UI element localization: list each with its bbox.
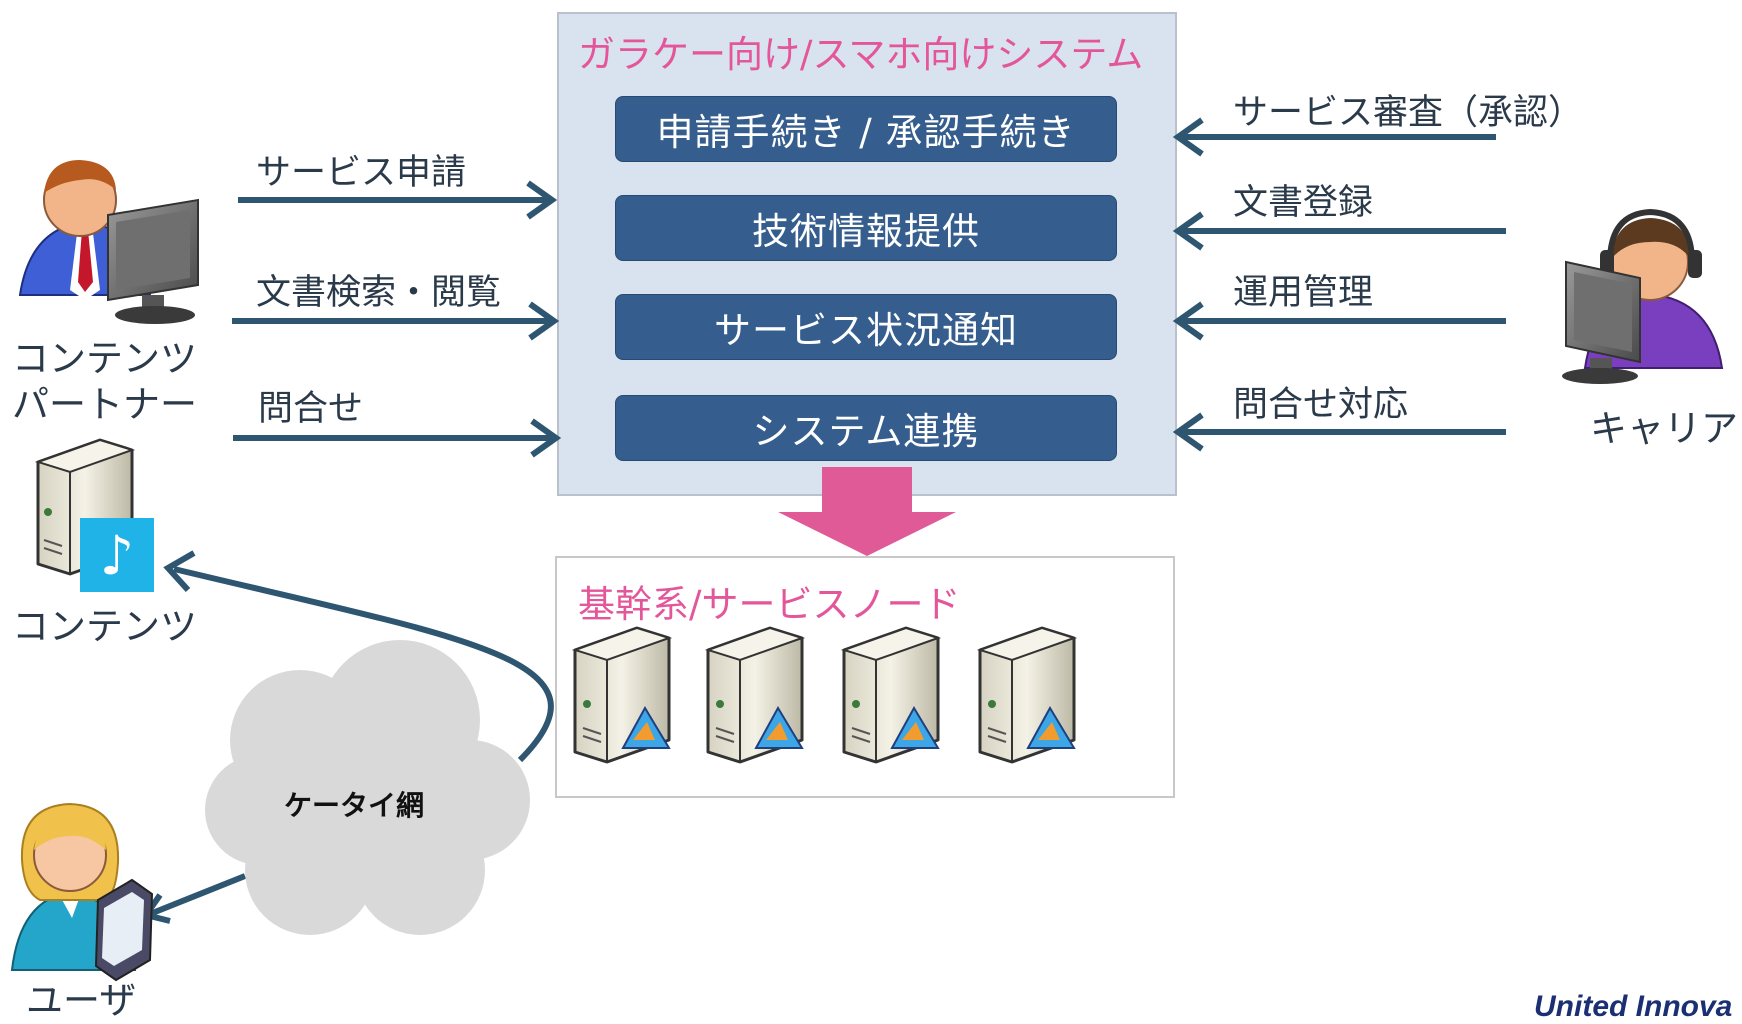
backbone-server-3 (840, 626, 942, 764)
user-icon (10, 802, 154, 982)
backbone-server-1 (571, 626, 673, 764)
carrier-operator-icon (1562, 208, 1724, 384)
arrowhead-inquiry-response (1172, 412, 1204, 452)
content-partner-label-line1: コンテンツ (12, 337, 197, 380)
label-document-registration: 文書登録 (1233, 183, 1374, 223)
network-to-content-arrow (173, 566, 554, 763)
label-inquiry-response: 問合せ対応 (1233, 385, 1409, 425)
arrowhead-service-review (1172, 117, 1204, 157)
backbone-servers (571, 626, 1078, 764)
label-document-search: 文書検索・閲覧 (256, 273, 502, 313)
music-note-icon: ♪ (80, 518, 154, 592)
arrowhead-document-registration (1172, 211, 1204, 251)
label-operation: 運用管理 (1233, 273, 1374, 313)
label-service-review: サービス審査（承認） (1233, 93, 1584, 133)
content-partner-icon (18, 160, 199, 324)
user-label: ユーザ (26, 979, 137, 1022)
label-service-application: サービス申請 (256, 153, 467, 193)
carrier-label: キャリア (1590, 407, 1738, 450)
function-application-approval: 申請手続き / 承認手続き (615, 96, 1117, 162)
network-to-user-arrow (148, 873, 247, 917)
partner-arrows (232, 180, 562, 458)
network-to-content-arrowhead (163, 550, 196, 593)
arrowhead-document-search (528, 301, 560, 341)
backbone-server-2 (704, 626, 806, 764)
content-partner-label-line2: パートナー (12, 383, 197, 426)
content-label: コンテンツ (12, 605, 197, 648)
function-technical-info: 技術情報提供 (615, 195, 1117, 261)
arrowhead-operation (1172, 301, 1204, 341)
system-panel-title: ガラケー向け/スマホ向けシステム (578, 33, 1144, 76)
down-arrow (778, 467, 956, 556)
function-service-status: サービス状況通知 (615, 294, 1117, 360)
backbone-panel-title: 基幹系/サービスノード (578, 583, 961, 626)
label-inquiry: 問合せ (258, 389, 364, 429)
company-logo: United Innova (1534, 990, 1733, 1023)
function-system-integration: システム連携 (615, 395, 1117, 461)
arrowhead-inquiry (530, 418, 562, 458)
mobile-network-cloud (205, 640, 530, 935)
mobile-network-label: ケータイ網 (284, 789, 425, 822)
carrier-arrows (1172, 117, 1506, 452)
arrowhead-service-application (526, 180, 558, 220)
backbone-server-4 (976, 626, 1078, 764)
